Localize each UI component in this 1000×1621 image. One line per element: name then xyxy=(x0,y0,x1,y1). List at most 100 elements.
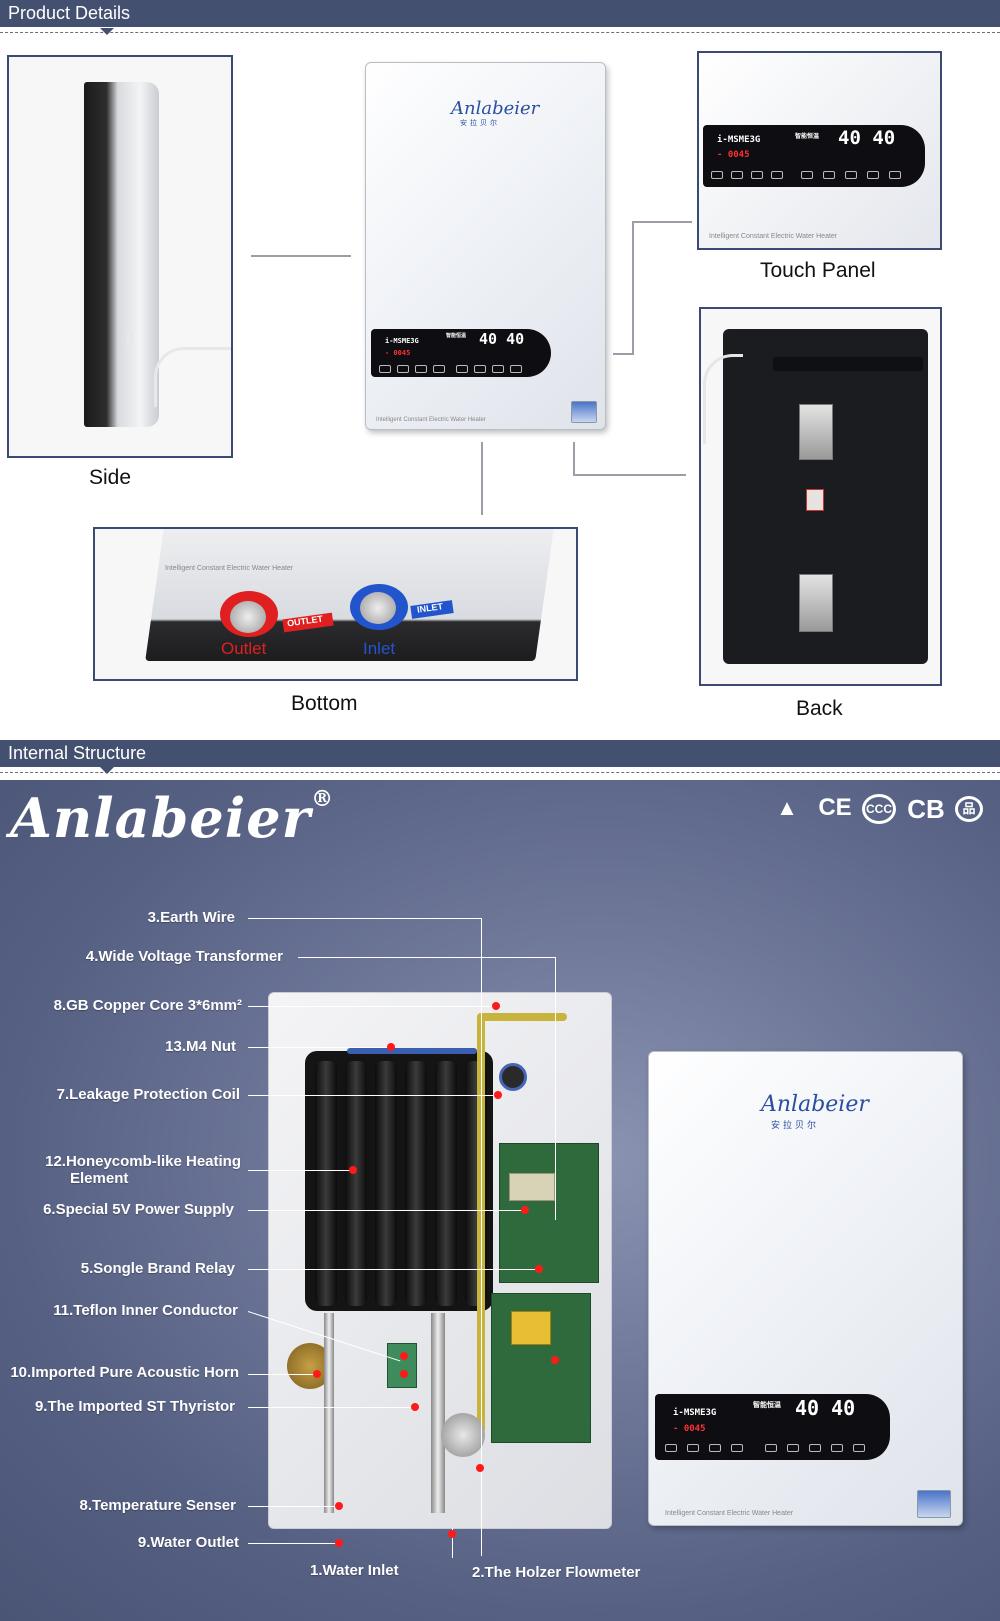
side-view-image xyxy=(7,55,233,458)
label-transformer: 4.Wide Voltage Transformer xyxy=(85,948,283,965)
panel-button xyxy=(771,171,783,179)
caption-bottom: Bottom xyxy=(291,692,358,715)
power-cable xyxy=(154,347,231,407)
mounting-clip xyxy=(799,404,833,460)
power-supply-block xyxy=(509,1173,555,1201)
label-horn: 10.Imported Pure Acoustic Horn xyxy=(10,1364,239,1381)
label-earth-wire: 3.Earth Wire xyxy=(147,909,235,926)
open-heater-case xyxy=(268,992,612,1529)
label-thyristor: 9.The Imported ST Thyristor xyxy=(34,1398,235,1415)
heating-tube xyxy=(345,1061,367,1306)
panel-button xyxy=(665,1444,677,1452)
label-flowmeter: 2.The Holzer Flowmeter xyxy=(472,1564,641,1581)
divider xyxy=(0,32,1000,33)
heater-side-body xyxy=(84,82,159,427)
marker-dot xyxy=(387,1043,395,1051)
inlet-pipe xyxy=(431,1313,445,1513)
display-model: i-MSME3G xyxy=(385,337,419,345)
header-notch xyxy=(100,767,114,774)
label-water-inlet: 1.Water Inlet xyxy=(310,1562,399,1579)
outlet-pipe xyxy=(324,1313,334,1513)
label-m4-nut: 13.M4 Nut xyxy=(165,1038,236,1055)
display-code: - 0045 xyxy=(717,150,750,160)
heating-tube xyxy=(435,1061,457,1306)
leader-line xyxy=(248,1374,316,1375)
label-teflon: 11.Teflon Inner Conductor xyxy=(53,1302,238,1319)
marker-dot xyxy=(521,1206,529,1214)
display-code: - 0045 xyxy=(385,349,411,357)
connector-line xyxy=(481,442,483,515)
tuv-icon: ▲ xyxy=(776,795,798,820)
connector-line xyxy=(632,221,692,223)
wire xyxy=(347,1048,477,1054)
leader-line xyxy=(248,1095,497,1096)
connector-line xyxy=(573,442,575,475)
panel-button xyxy=(823,171,835,179)
marker-dot xyxy=(411,1403,419,1411)
leader-line xyxy=(248,918,482,919)
panel-button xyxy=(831,1444,843,1452)
label-water-outlet: 9.Water Outlet xyxy=(137,1534,239,1551)
samsung-badge xyxy=(571,401,597,423)
panel-button xyxy=(474,365,486,373)
panel-text: Intelligent Constant Electric Water Heat… xyxy=(165,565,294,572)
marker-dot xyxy=(494,1091,502,1099)
display-model: i-MSME3G xyxy=(717,135,761,145)
heater-logo: Anlabeier xyxy=(761,1092,869,1117)
touch-panel-image: i-MSME3G - 0045 智能恒温 40 40 Intelligent C… xyxy=(697,51,942,250)
connector-line xyxy=(613,353,633,355)
panel-text: Intelligent Constant Electric Water Heat… xyxy=(665,1510,794,1517)
marker-dot xyxy=(448,1530,456,1538)
connector-line xyxy=(632,221,634,355)
panel-button xyxy=(731,171,743,179)
display-temp: 40 40 xyxy=(838,127,896,149)
display-code: - 0045 xyxy=(673,1424,706,1434)
ce-icon: CE xyxy=(818,794,852,821)
label-copper-core: 8.GB Copper Core 3*6mm² xyxy=(53,997,242,1014)
panel-button xyxy=(510,365,522,373)
panel-button xyxy=(845,171,857,179)
display-mode: 智能恒温 xyxy=(446,333,467,339)
cb-icon: CB xyxy=(907,794,945,824)
heater-front-large: Anlabeier 安拉贝尔 i-MSME3G - 0045 智能恒温 40 4… xyxy=(648,1051,963,1526)
section-title: Product Details xyxy=(8,3,131,23)
heater-logo: Anlabeier xyxy=(451,98,540,119)
inlet-fitting xyxy=(360,592,396,624)
outlet-fitting xyxy=(230,601,266,633)
label-heating-element: 12.Honeycomb-like Heating xyxy=(45,1153,241,1170)
leader-line xyxy=(248,1407,414,1408)
marker-dot xyxy=(335,1502,343,1510)
leader-line xyxy=(248,1269,538,1270)
leader-line xyxy=(555,957,556,1220)
display-model: i-MSME3G xyxy=(673,1408,717,1418)
leader-line xyxy=(248,1506,338,1507)
panel-text: Intelligent Constant Electric Water Heat… xyxy=(376,417,486,423)
panel-button xyxy=(456,365,468,373)
outlet-label: Outlet xyxy=(221,639,267,658)
marker-dot xyxy=(551,1356,559,1364)
panel-button xyxy=(867,171,879,179)
section-title: Internal Structure xyxy=(8,743,147,763)
heating-tube xyxy=(405,1061,427,1306)
panel-button xyxy=(801,171,813,179)
back-view-image xyxy=(699,307,942,686)
leader-line xyxy=(298,957,556,958)
connector-line xyxy=(573,474,686,476)
heater-front: Anlabeier 安拉贝尔 i-MSME3G - 0045 智能恒温 40 4… xyxy=(365,62,606,430)
leader-line xyxy=(481,918,482,1556)
transformer-block xyxy=(511,1311,551,1345)
power-cable xyxy=(703,354,743,444)
heating-tube xyxy=(315,1061,337,1306)
caption-back: Back xyxy=(796,697,843,720)
caption-touch-panel: Touch Panel xyxy=(760,259,876,282)
control-board xyxy=(499,1143,599,1283)
leader-line xyxy=(248,1047,390,1048)
heater-bottom-body xyxy=(145,529,555,661)
panel-button xyxy=(709,1444,721,1452)
display-temp: 40 40 xyxy=(795,1396,856,1420)
panel-button xyxy=(731,1444,743,1452)
back-rail xyxy=(773,357,923,371)
heating-tube xyxy=(375,1061,397,1306)
label-relay: 5.Songle Brand Relay xyxy=(80,1260,235,1277)
label-heating-element-2: Element xyxy=(70,1170,129,1187)
